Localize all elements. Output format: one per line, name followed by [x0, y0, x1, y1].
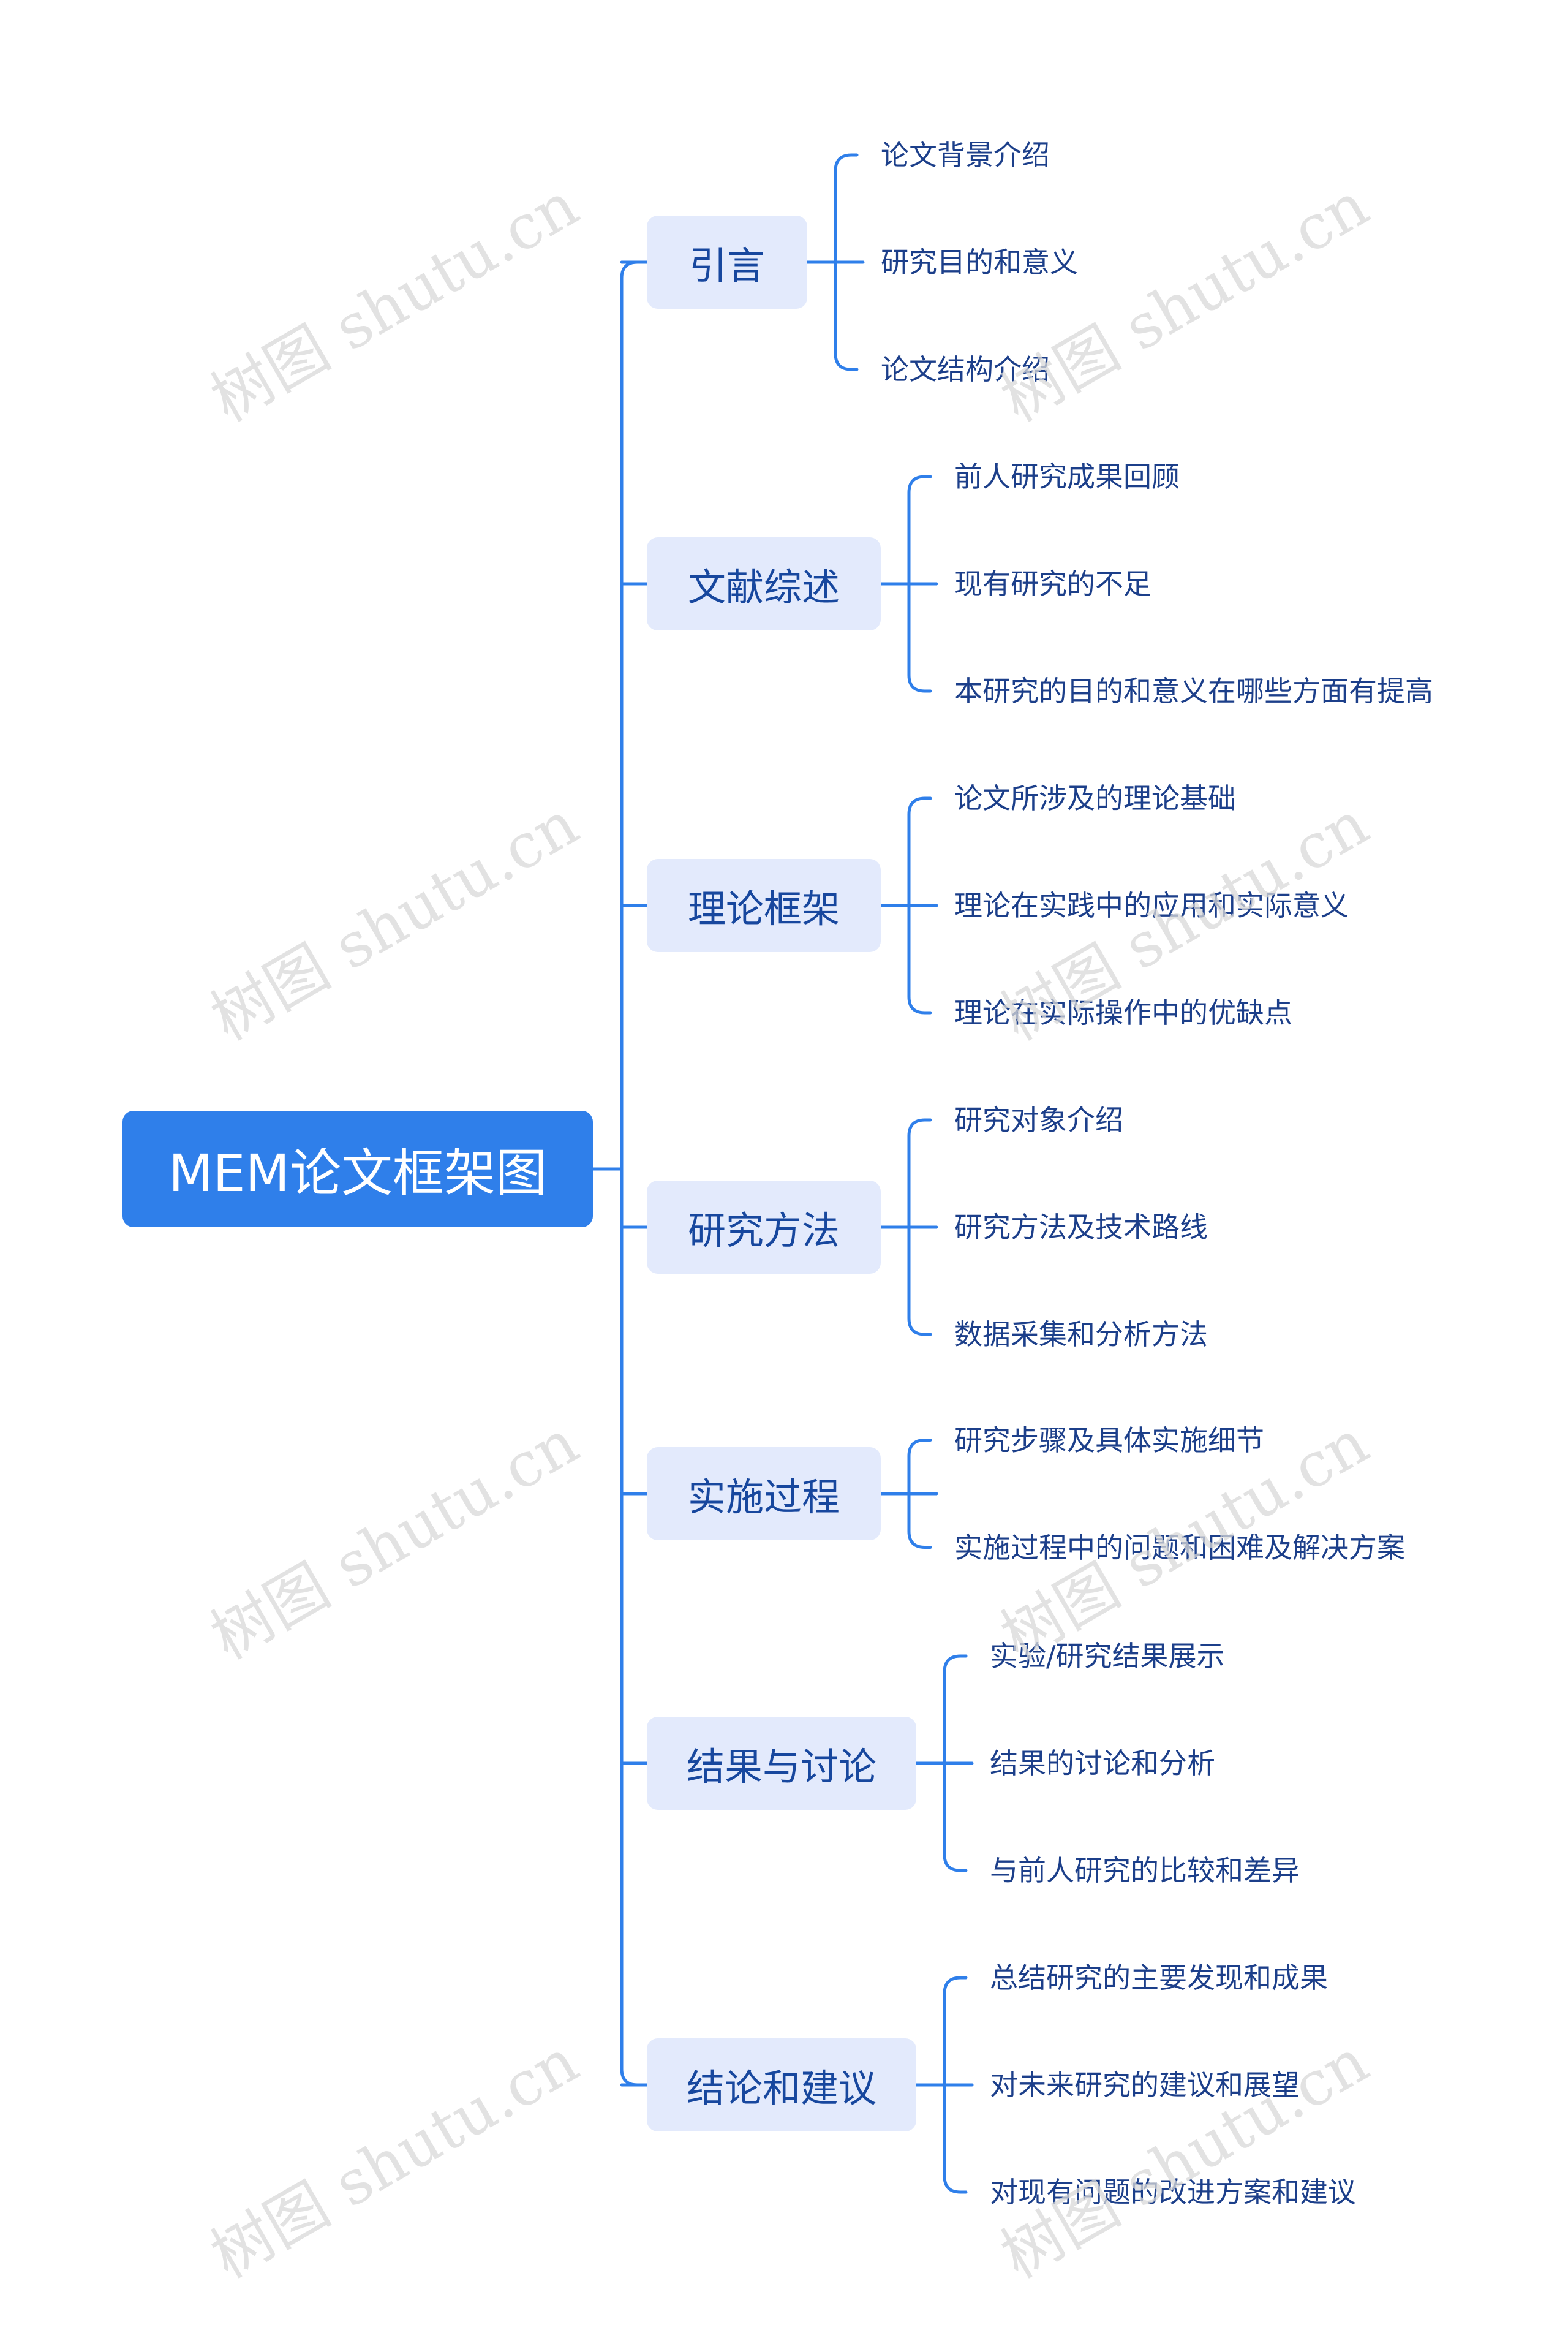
branch-node-1[interactable]: 文献综述: [647, 537, 881, 630]
branch-node-3[interactable]: 研究方法: [647, 1181, 881, 1274]
leaf-item-5-2[interactable]: 与前人研究的比较和差异: [990, 1854, 1300, 1887]
branch-node-4[interactable]: 实施过程: [647, 1447, 881, 1540]
leaf-item-1-0[interactable]: 前人研究成果回顾: [954, 460, 1180, 493]
leaf-item-1-1[interactable]: 现有研究的不足: [954, 567, 1152, 600]
leaf-item-1-2[interactable]: 本研究的目的和意义在哪些方面有提高: [954, 675, 1433, 708]
leaf-item-0-2[interactable]: 论文结构介绍: [881, 353, 1050, 386]
branch-node-2[interactable]: 理论框架: [647, 859, 881, 952]
spine-line: [620, 260, 639, 2087]
leaf-bracket-5: [943, 1654, 968, 1872]
leaf-item-3-0[interactable]: 研究对象介绍: [954, 1103, 1123, 1137]
leaf-bracket-1: [907, 475, 932, 693]
branch-node-0[interactable]: 引言: [647, 216, 807, 309]
leaf-item-2-0[interactable]: 论文所涉及的理论基础: [954, 782, 1236, 815]
leaf-item-3-2[interactable]: 数据采集和分析方法: [954, 1318, 1208, 1351]
branch-node-5[interactable]: 结果与讨论: [647, 1717, 916, 1810]
leaf-item-3-1[interactable]: 研究方法及技术路线: [954, 1211, 1208, 1244]
branch-node-6[interactable]: 结论和建议: [647, 2038, 916, 2131]
leaf-item-6-1[interactable]: 对未来研究的建议和展望: [990, 2068, 1300, 2101]
leaf-item-6-2[interactable]: 对现有问题的改进方案和建议: [990, 2176, 1356, 2209]
leaf-item-2-1[interactable]: 理论在实践中的应用和实际意义: [954, 889, 1349, 922]
root-node[interactable]: MEM论文框架图: [123, 1111, 593, 1227]
leaf-bracket-4: [907, 1439, 932, 1549]
leaf-item-4-1[interactable]: 实施过程中的问题和困难及解决方案: [954, 1530, 1405, 1564]
leaf-item-0-0[interactable]: 论文背景介绍: [881, 138, 1050, 172]
leaf-item-0-1[interactable]: 研究目的和意义: [881, 246, 1078, 279]
leaf-bracket-6: [943, 1976, 968, 2194]
leaf-item-6-0[interactable]: 总结研究的主要发现和成果: [990, 1961, 1328, 1994]
leaf-item-4-0[interactable]: 研究步骤及具体实施细节: [954, 1423, 1264, 1457]
leaf-item-2-2[interactable]: 理论在实际操作中的优缺点: [954, 996, 1292, 1029]
leaf-item-5-0[interactable]: 实验/研究结果展示: [990, 1640, 1225, 1673]
leaf-item-5-1[interactable]: 结果的讨论和分析: [990, 1747, 1215, 1780]
leaf-bracket-2: [907, 796, 932, 1015]
leaf-bracket-0: [834, 153, 859, 371]
leaf-bracket-3: [907, 1118, 932, 1336]
